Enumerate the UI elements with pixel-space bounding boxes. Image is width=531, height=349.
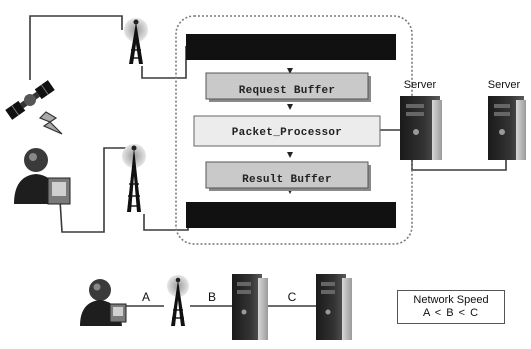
gateway-bottom-bar — [186, 202, 396, 228]
wire-user-to-tower2 — [60, 148, 132, 232]
server-label-left: Server — [404, 79, 437, 91]
server-label-right: Server — [488, 79, 521, 91]
link-label-a: A — [142, 290, 150, 304]
wire-tower1-to-gateway — [142, 46, 186, 78]
server-icon — [316, 274, 352, 340]
request-buffer-box: Request Buffer — [206, 73, 371, 102]
wire-satellite-to-tower1 — [30, 16, 122, 80]
request-buffer-label: Request Buffer — [239, 85, 336, 97]
arrow-down-icon — [287, 152, 293, 158]
server-icon — [232, 274, 268, 340]
wireless-signal-icon — [40, 112, 62, 134]
user-computer-icon — [80, 279, 126, 326]
server-icon — [488, 96, 526, 160]
tower-icon — [122, 144, 146, 212]
tower-icon — [124, 18, 148, 64]
result-buffer-box: Result Buffer — [206, 162, 371, 191]
network-speed-legend: Network Speed A < B < C — [397, 290, 505, 324]
user-computer-icon — [14, 148, 70, 204]
wire-tower2-to-gateway — [144, 214, 188, 230]
packet-processor-label: Packet_Processor — [232, 127, 342, 139]
packet-processor-box: Packet_Processor — [194, 116, 380, 146]
server-icon — [400, 96, 442, 160]
gateway-top-bar — [186, 34, 396, 60]
link-label-c: C — [288, 290, 297, 304]
result-buffer-label: Result Buffer — [242, 174, 332, 186]
legend-title: Network Speed — [398, 294, 504, 307]
tower-icon — [167, 275, 189, 326]
link-label-b: B — [208, 290, 216, 304]
arrow-down-icon — [287, 104, 293, 110]
legend-formula: A < B < C — [398, 307, 504, 320]
